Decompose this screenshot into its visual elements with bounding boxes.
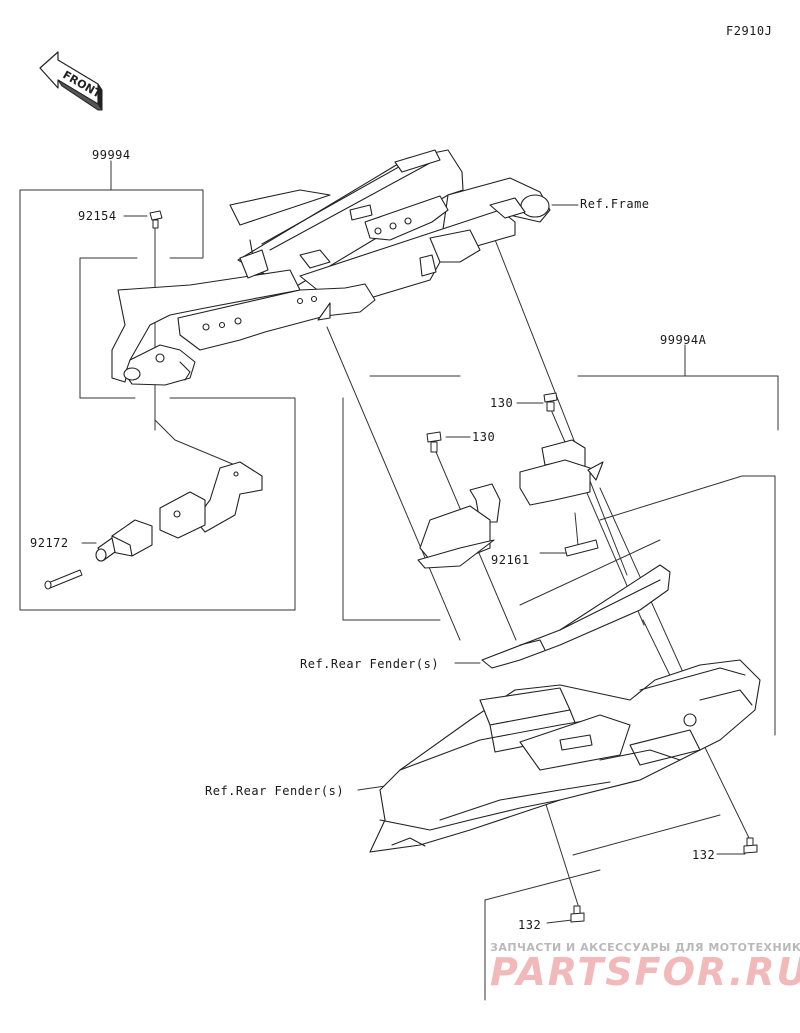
- label-130-lower[interactable]: 130: [472, 430, 496, 444]
- kit-99994a-outline: [342, 344, 779, 1001]
- rear-fender-assembly: [369, 659, 761, 853]
- bolt-130-upper-icon: [543, 392, 558, 412]
- label-99994a[interactable]: 99994A: [660, 333, 707, 347]
- label-92154[interactable]: 92154: [78, 209, 117, 223]
- bolt-132-right-icon: [743, 837, 758, 854]
- diagram-code: F2910J: [726, 24, 773, 38]
- frame-subframe: [111, 149, 551, 386]
- label-132-right[interactable]: 132: [692, 848, 716, 862]
- front-arrow-icon: FRONT: [39, 51, 104, 111]
- label-ref-rear-fender-2[interactable]: Ref.Rear Fender(s): [205, 784, 345, 798]
- label-92161[interactable]: 92161: [491, 553, 530, 567]
- label-132-bottom[interactable]: 132: [518, 918, 542, 932]
- bolt-130-lower-icon: [426, 431, 442, 453]
- label-99994[interactable]: 99994: [92, 148, 131, 162]
- label-92172[interactable]: 92172: [30, 536, 69, 550]
- watermark-tagline: ЗАПЧАСТИ И АКСЕССУАРЫ ДЛЯ МОТОТЕХНИКИ: [490, 941, 800, 954]
- rubber-pad-92161: [564, 539, 599, 557]
- bracket-arm: [95, 461, 263, 562]
- bolt-92154-icon: [149, 210, 163, 229]
- label-ref-frame[interactable]: Ref.Frame: [580, 197, 650, 211]
- mount-bracket-right: [519, 439, 604, 506]
- bolt-92172-icon: [44, 569, 83, 590]
- watermark-logo: PARTSFOR.RU: [490, 950, 800, 994]
- bolt-132-bottom-icon: [570, 905, 585, 923]
- rear-fender-plate: [481, 564, 671, 669]
- label-130-upper[interactable]: 130: [490, 396, 514, 410]
- mount-bracket-left: [417, 483, 501, 569]
- kit-99994-outline: [19, 160, 296, 611]
- label-ref-rear-fender-1[interactable]: Ref.Rear Fender(s): [300, 657, 440, 671]
